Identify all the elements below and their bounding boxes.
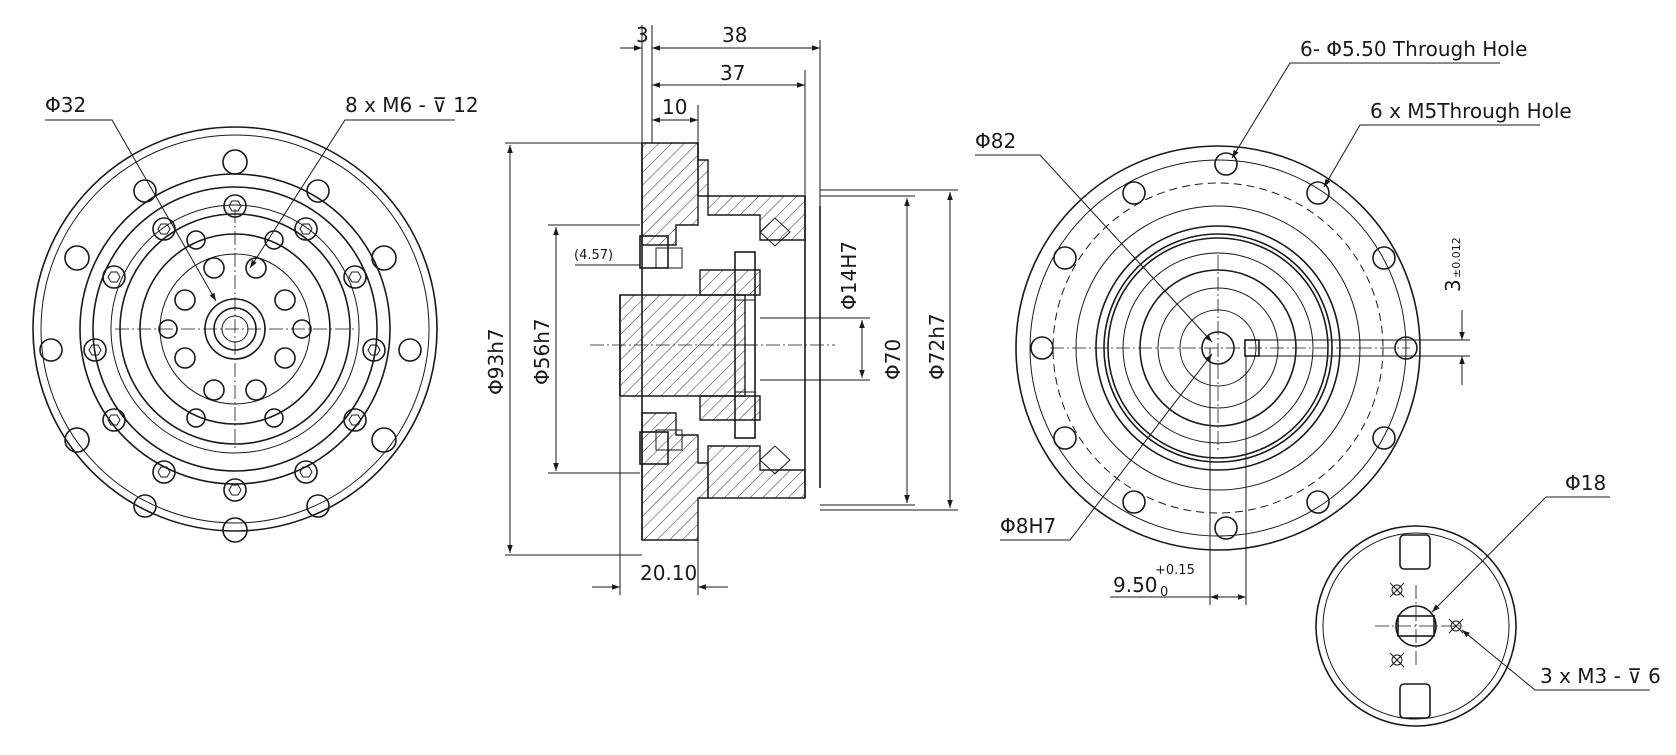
- sec-dim-457: (4.57): [574, 248, 613, 263]
- detail-view: Φ18 3 x M3 - ⊽ 6: [1315, 471, 1661, 727]
- sec-dim-2010: 20.10: [640, 561, 697, 585]
- detail-dia18-label: Φ18: [1565, 471, 1606, 495]
- right-950-lower: 0: [1160, 585, 1168, 600]
- sec-dim-3: 3: [636, 23, 649, 47]
- right-550-label: 6- Φ5.50 Through Hole: [1300, 37, 1527, 61]
- right-m5-label: 6 x M5Through Hole: [1370, 99, 1572, 123]
- right-8h7-label: Φ8H7: [1000, 514, 1056, 538]
- sec-dim-10: 10: [662, 95, 687, 119]
- sec-dim-56h7: Φ56h7: [530, 318, 554, 385]
- left-m6-label: 8 x M6 - ⊽ 12: [345, 93, 479, 117]
- right-dia82-label: Φ82: [975, 129, 1016, 153]
- sec-dim-93h7: Φ93h7: [484, 328, 508, 395]
- sec-dim-70: Φ70: [881, 339, 905, 380]
- left-hub-holes: [158, 230, 312, 428]
- left-screw-heads: [83, 194, 386, 502]
- sec-dim-38: 38: [722, 23, 747, 47]
- right-rear-view: Φ82 6- Φ5.50 Through Hole 6 x M5Through …: [975, 37, 1572, 605]
- section-view: 3 38 37 10 (4.57) Φ93h7 Φ56h7 Φ14H7 Φ70 …: [484, 23, 958, 595]
- sec-dim-72h7: Φ72h7: [925, 313, 949, 380]
- left-flange-holes: [39, 149, 422, 543]
- left-front-view: Φ32 8 x M6 - ⊽ 12: [32, 93, 479, 543]
- right-flange-holes: [1030, 152, 1418, 540]
- sec-dim-14h7: Φ14H7: [837, 241, 861, 310]
- left-dia32-label: Φ32: [45, 93, 86, 117]
- right-950-label: 9.50: [1113, 573, 1158, 597]
- right-950-upper: +0.15: [1155, 563, 1195, 578]
- right-tol3-sub: ±0.012: [1450, 237, 1463, 278]
- sec-dim-37: 37: [720, 61, 745, 85]
- right-tol3-label: 3: [1441, 279, 1465, 292]
- detail-m3-label: 3 x M3 - ⊽ 6: [1540, 664, 1661, 688]
